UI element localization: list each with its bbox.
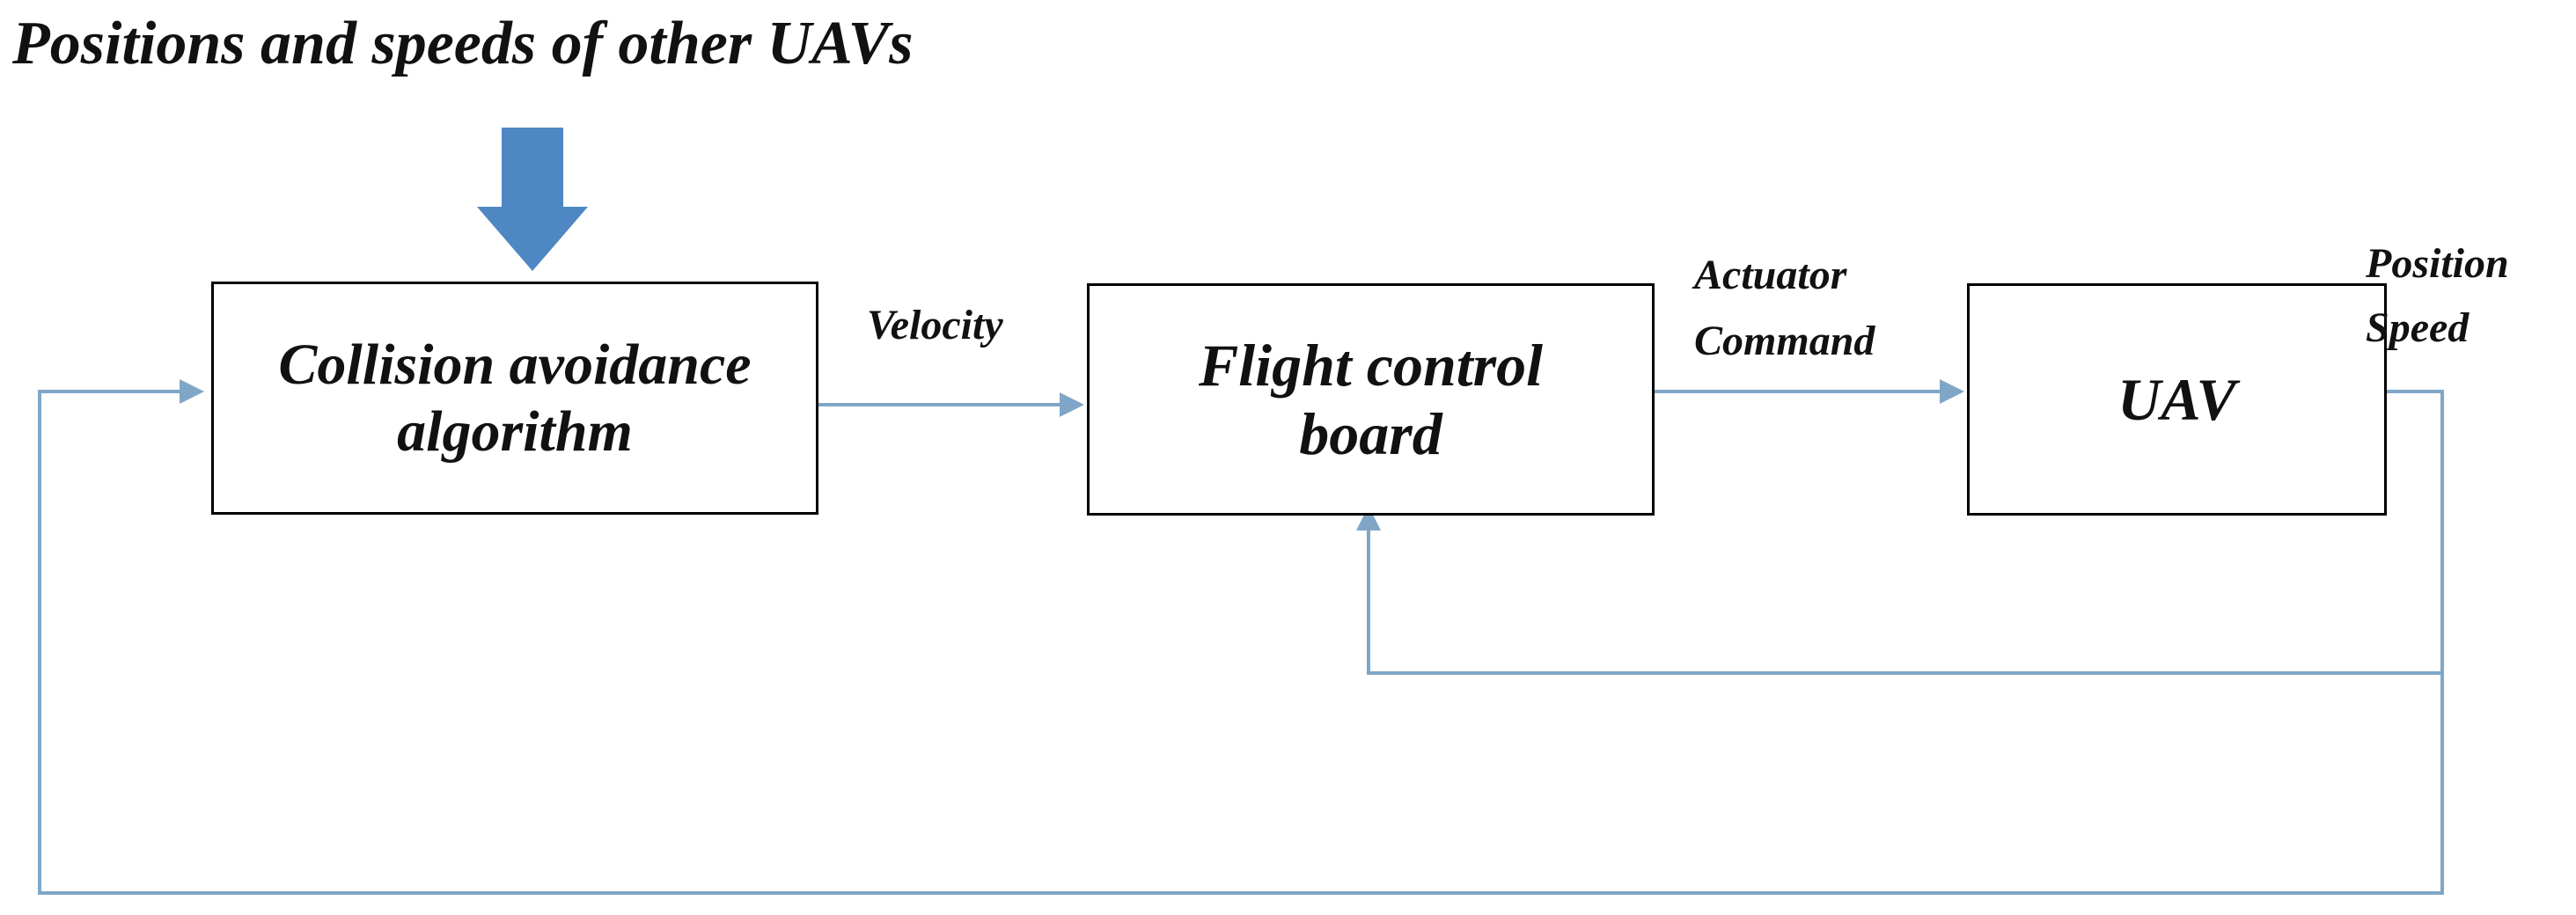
actuator-label-line2: Command: [1694, 318, 1875, 364]
collision-avoidance-line1: Collision avoidance: [278, 332, 752, 397]
actuator-label-line1: Actuator: [1694, 252, 1847, 298]
inner-feedback-line: [1367, 528, 2442, 675]
actuator-arrowhead: [1940, 379, 1964, 404]
inner-feedback-arrowhead: [1356, 506, 1381, 531]
velocity-label: Velocity: [867, 302, 1003, 348]
uav-block: UAV: [1967, 283, 2387, 516]
speed-label: Speed: [2366, 304, 2470, 351]
flight-control-line1: Flight control: [1198, 331, 1544, 399]
collision-avoidance-block: Collision avoidance algorithm: [211, 282, 818, 515]
position-label: Position: [2366, 240, 2509, 287]
uav-label: UAV: [2117, 365, 2236, 433]
flight-control-line2: board: [1299, 400, 1442, 467]
outer-feedback-line: [38, 390, 2444, 895]
feedback-arrowhead: [180, 379, 204, 404]
input-label: Positions and speeds of other UAVs: [12, 10, 914, 77]
flight-control-block: Flight control board: [1087, 283, 1655, 516]
collision-avoidance-line2: algorithm: [397, 399, 633, 464]
input-arrow-icon: [477, 128, 588, 271]
velocity-arrowhead: [1060, 392, 1084, 417]
